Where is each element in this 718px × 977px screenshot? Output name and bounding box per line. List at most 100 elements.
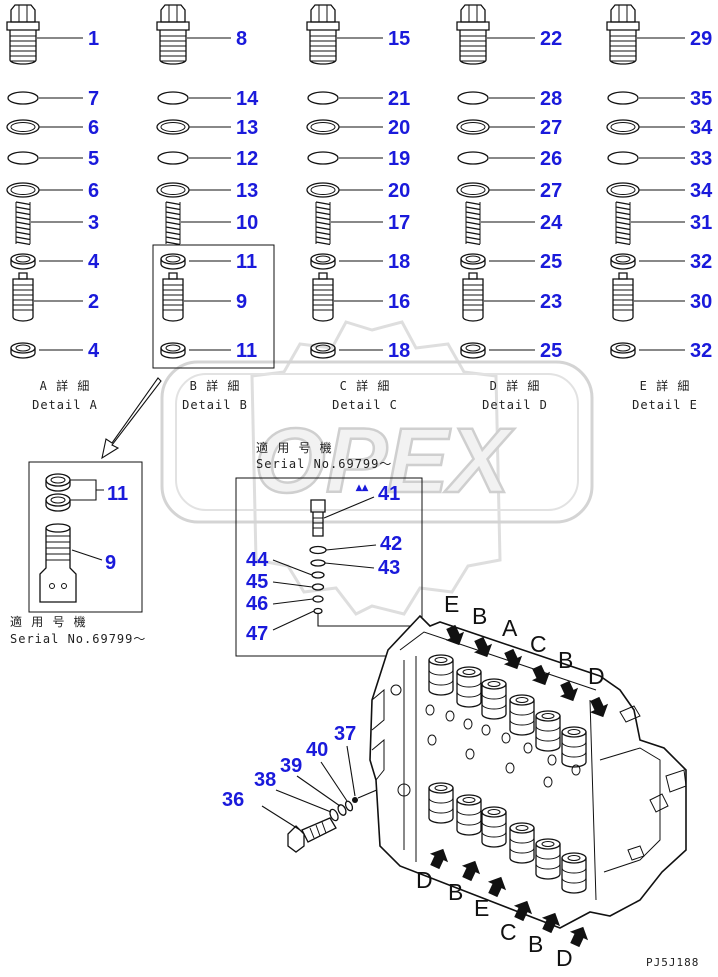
part-number: 8 (236, 28, 247, 50)
part-number: 9 (236, 291, 247, 313)
part-oring (457, 151, 489, 165)
part-number: 16 (388, 291, 410, 313)
detail-caption-en: Detail E (632, 398, 698, 412)
part-number: 14 (236, 88, 259, 110)
relief-serial-en: Serial No.69799～ (256, 457, 392, 471)
part-seal (160, 342, 186, 359)
body-letter-bottom: C (500, 919, 517, 945)
part-plug (306, 4, 340, 65)
part-spring (165, 201, 181, 246)
plug-label-37: 37 (334, 723, 356, 745)
arrow-up-icon (541, 912, 561, 934)
part-number: 32 (690, 251, 712, 273)
body-letter-bottom: E (474, 895, 489, 921)
detail-b-box: 11 9 適 用 号 機 Serial No.69799～ (10, 244, 275, 646)
plug-36 (287, 817, 337, 853)
part-ring (606, 182, 640, 198)
arrow-down-icon (559, 680, 579, 702)
part-number: 20 (388, 117, 410, 139)
detail-caption-en: Detail C (332, 398, 398, 412)
relief-frame (235, 477, 423, 657)
body-letter-top: B (558, 647, 573, 673)
part-number: 26 (540, 148, 562, 170)
body-letter-bottom: D (416, 867, 433, 893)
part-spool (162, 272, 184, 322)
body-letter-top: D (588, 663, 605, 689)
valve-body-ports (425, 704, 581, 788)
alt-b-frame (28, 461, 143, 613)
arrow-down-icon (473, 636, 493, 658)
part-number: 18 (388, 340, 410, 362)
part-number: 29 (690, 28, 712, 50)
arrow-down-icon (503, 648, 523, 670)
part-number: 21 (388, 88, 410, 110)
part-number: 25 (540, 251, 562, 273)
alt-b-serial-jp: 適 用 号 機 (10, 614, 87, 629)
part-ring (156, 182, 190, 198)
part-number: 34 (690, 117, 713, 139)
part-number: 33 (690, 148, 712, 170)
relief-ring-45 (311, 583, 325, 591)
part-ring (456, 119, 490, 135)
relief-serial-jp: 適 用 号 機 (256, 440, 333, 455)
part-spring (315, 201, 331, 246)
part-number: 23 (540, 291, 562, 313)
relief-label-41: 41 (378, 483, 400, 505)
valve-spools-top (428, 654, 587, 768)
relief-ring-44 (311, 571, 325, 579)
part-plug (6, 4, 40, 65)
alt-b-spool (39, 523, 77, 603)
part-number: 27 (540, 180, 562, 202)
alt-b-seal-lower (45, 493, 71, 512)
arrow-up-icon (461, 860, 481, 882)
part-number: 6 (88, 117, 99, 139)
part-spring (615, 201, 631, 246)
page-code: PJ5J188 (646, 956, 699, 969)
part-oring (607, 91, 639, 105)
part-number: 20 (388, 180, 410, 202)
part-seal (610, 253, 636, 270)
part-spring (15, 201, 31, 246)
detail-caption-en: Detail A (32, 398, 98, 412)
part-number: 11 (236, 251, 257, 273)
part-seal (310, 342, 336, 359)
part-number: 7 (88, 88, 99, 110)
part-ring (6, 119, 40, 135)
part-number: 22 (540, 28, 562, 50)
part-number: 5 (88, 148, 99, 170)
body-letter-top: A (502, 615, 518, 641)
part-number: 13 (236, 180, 258, 202)
arrow-up-icon (487, 876, 507, 898)
relief-ring-43 (310, 559, 326, 567)
part-oring (457, 91, 489, 105)
detail-caption-jp: C 詳 細 (340, 378, 391, 393)
part-ring (606, 119, 640, 135)
arrow-down-icon (589, 696, 609, 718)
body-letter-bottom: B (448, 879, 463, 905)
part-number: 28 (540, 88, 562, 110)
relief-mark: ▴▴ (355, 480, 369, 494)
part-number: 15 (388, 28, 410, 50)
part-spool (462, 272, 484, 322)
arrow-up-icon (429, 848, 449, 870)
port-plug-group: 36 38 39 40 37 (222, 723, 401, 853)
arrow-up-icon (513, 900, 533, 922)
plug-ring-40 (344, 800, 354, 812)
part-spring (465, 201, 481, 246)
part-spool (612, 272, 634, 322)
relief-label-44: 44 (246, 549, 269, 571)
part-number: 18 (388, 251, 410, 273)
plug-label-38: 38 (254, 769, 276, 791)
part-oring (157, 151, 189, 165)
detail-caption-en: Detail D (482, 398, 548, 412)
part-number: 11 (236, 340, 257, 362)
body-letter-top: E (444, 591, 459, 617)
part-seal (610, 342, 636, 359)
part-number: 13 (236, 117, 258, 139)
